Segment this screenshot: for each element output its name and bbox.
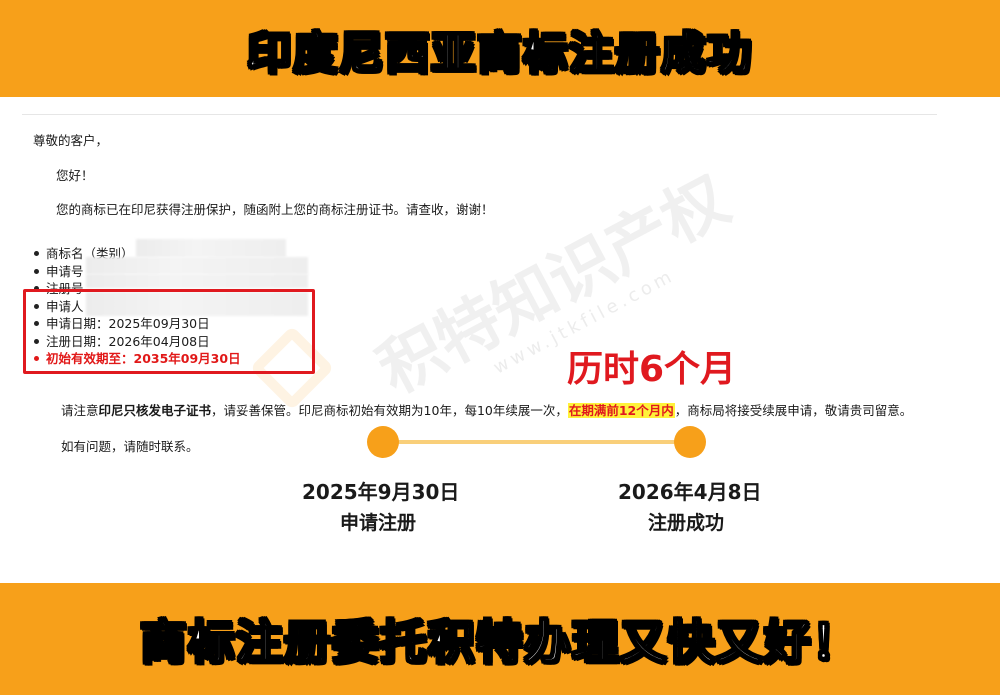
footer-banner: 商标注册委托积特办理又快又好！	[0, 583, 1000, 695]
timeline-end-label: 注册成功	[648, 512, 725, 534]
redacted-applicant	[86, 292, 308, 316]
bullet-icon	[34, 303, 39, 309]
trademark-info-list: 商标名（类别） 申请号 注册号 申请人 申请日期：2025年09月30日 注册日…	[34, 245, 241, 368]
highlight-box	[23, 289, 315, 374]
timeline-line	[383, 440, 691, 444]
bullet-icon	[34, 286, 39, 292]
renewal-text-1: 请注意	[61, 403, 99, 418]
field-registration-number: 注册号	[46, 281, 84, 296]
list-item: 注册日期：2026年04月08日	[34, 333, 241, 351]
bullet-icon	[34, 268, 39, 274]
list-item: 申请人	[34, 298, 241, 316]
renewal-text-2: ，请妥善保管。印尼商标初始有效期为10年，每10年续展一次，	[211, 403, 568, 418]
contact-text: 如有问题，请随时联系。	[61, 439, 199, 454]
renewal-notice: 请注意印尼只核发电子证书，请妥善保管。印尼商标初始有效期为10年，每10年续展一…	[61, 400, 912, 419]
renewal-highlight: 在期满前12个月内	[567, 403, 675, 418]
timeline-start-dot-icon	[367, 426, 399, 458]
duration-label: 历时6个月	[567, 349, 737, 390]
email-divider	[22, 114, 937, 115]
list-item: 初始有效期至：2035年09月30日	[34, 350, 241, 368]
bullet-icon	[34, 321, 39, 327]
bullet-icon	[34, 356, 39, 362]
field-applicant: 申请人	[46, 298, 84, 314]
field-registration-date: 注册日期：2026年04月08日	[46, 333, 210, 349]
timeline-start-date: 2025年9月30日	[302, 480, 460, 504]
field-application-date: 申请日期：2025年09月30日	[46, 316, 210, 331]
list-item: 注册号	[34, 280, 241, 298]
bullet-icon	[34, 251, 39, 257]
greeting: 您好！	[56, 168, 94, 183]
renewal-text-3: ，商标局将接受续展申请，敬请贵司留意。	[674, 403, 913, 418]
header-title: 印度尼西亚商标注册成功	[246, 27, 753, 80]
header-banner: 印度尼西亚商标注册成功	[0, 0, 1000, 97]
list-item: 申请号	[34, 263, 241, 281]
field-expiry-date: 初始有效期至：2035年09月30日	[46, 351, 241, 366]
redacted-application-number	[86, 257, 308, 274]
redacted-trademark-name	[136, 239, 286, 257]
timeline-start-label: 申请注册	[340, 512, 417, 534]
redacted-registration-number	[86, 274, 308, 288]
salutation: 尊敬的客户，	[33, 133, 109, 148]
list-item: 申请日期：2025年09月30日	[34, 315, 241, 333]
footer-slogan: 商标注册委托积特办理又快又好！	[139, 614, 860, 670]
timeline-end-dot-icon	[674, 426, 706, 458]
field-application-number: 申请号	[46, 263, 84, 279]
notice-text: 您的商标已在印尼获得注册保护，随函附上您的商标注册证书。请查收，谢谢！	[56, 202, 494, 217]
timeline-end-date: 2026年4月8日	[618, 480, 762, 504]
renewal-text-bold: 印尼只核发电子证书	[98, 403, 212, 418]
bullet-icon	[34, 338, 39, 344]
